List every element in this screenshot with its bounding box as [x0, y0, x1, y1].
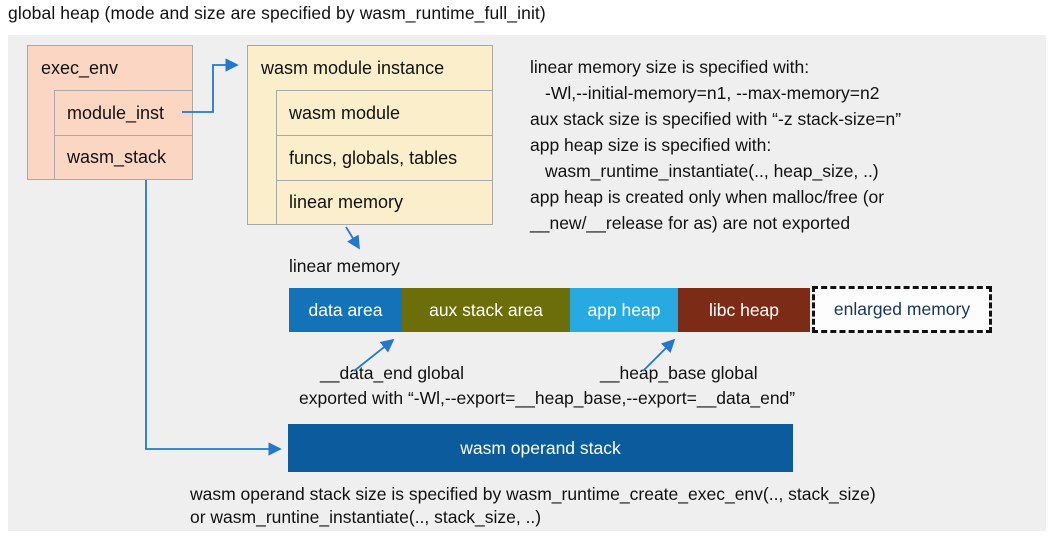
info-line: linear memory size is specified with: [530, 57, 810, 77]
module-instance-box: wasm module instance wasm module funcs, … [247, 45, 493, 225]
operand-stack-info-block: wasm operand stack size is specified by … [190, 483, 876, 529]
exec-env-box: exec_env module_inst wasm_stack [27, 45, 193, 180]
info-line: wasm_runtime_instantiate(.., heap_size, … [545, 161, 879, 181]
linear-memory-info-block: linear memory size is specified with: -W… [530, 54, 901, 236]
segment-aux-stack-area: aux stack area [402, 288, 570, 332]
diagram-title: global heap (mode and size are specified… [8, 3, 546, 23]
footer-line: or wasm_runtine_instantiate(.., stack_si… [190, 507, 542, 527]
wasm-operand-stack-bar: wasm operand stack [288, 424, 793, 472]
info-line: app heap is created only when malloc/fre… [530, 187, 885, 207]
heap-base-global-label: __heap_base global [600, 363, 758, 383]
exec-env-row-wasm-stack: wasm_stack [54, 135, 193, 180]
module-instance-row-wasm-module: wasm module [276, 90, 493, 136]
segment-libc-heap: libc heap [678, 288, 810, 332]
segment-data-area: data area [289, 288, 402, 332]
data-end-global-label: __data_end global [320, 363, 465, 383]
module-instance-row-funcs-globals-tables: funcs, globals, tables [276, 135, 493, 181]
linear-memory-caption: linear memory [289, 256, 400, 276]
exec-env-row-module-inst: module_inst [54, 90, 193, 136]
info-line: __new/__release for as) are not exported [530, 213, 851, 233]
segment-app-heap: app heap [570, 288, 678, 332]
module-instance-header: wasm module instance [261, 58, 445, 78]
info-line: -Wl,--initial-memory=n1, --max-memory=n2 [545, 83, 880, 103]
info-line: app heap size is specified with: [530, 135, 772, 155]
segment-enlarged-memory: enlarged memory [812, 286, 992, 333]
module-instance-row-linear-memory: linear memory [276, 180, 493, 225]
info-line: aux stack size is specified with “-z sta… [530, 109, 902, 129]
exec-env-header: exec_env [41, 58, 119, 78]
export-flags-label: exported with “-Wl,--export=__heap_base,… [299, 388, 796, 408]
footer-line: wasm operand stack size is specified by … [190, 484, 876, 504]
